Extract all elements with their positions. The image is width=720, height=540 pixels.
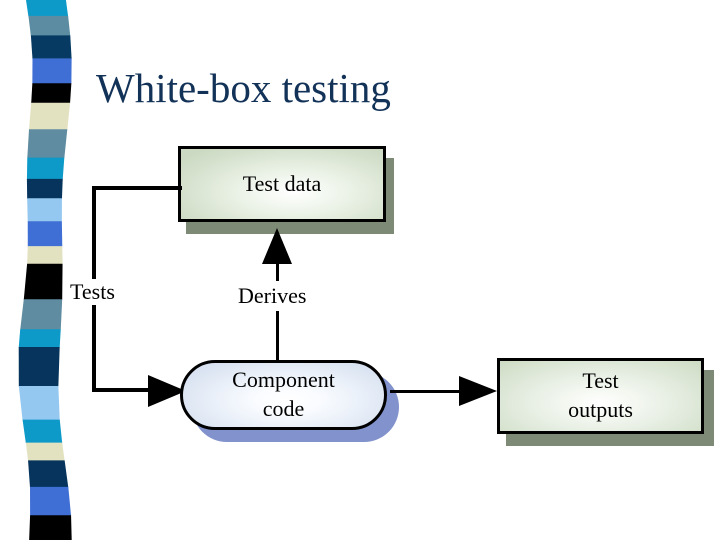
arrow-up-icon bbox=[262, 228, 292, 264]
node-component-code-label-line1: Component bbox=[232, 367, 335, 393]
node-test-outputs[interactable]: Test outputs bbox=[497, 358, 704, 434]
node-component-code-label-line2: code bbox=[262, 396, 305, 421]
tests-bracket-top-segment bbox=[92, 186, 182, 190]
node-test-data-label: Test data bbox=[242, 170, 322, 196]
edge-label-tests: Tests bbox=[68, 279, 117, 305]
outputs-arrow-stem bbox=[390, 390, 470, 393]
decorative-color-strip bbox=[18, 0, 72, 540]
edge-label-derives: Derives bbox=[232, 281, 313, 311]
node-test-outputs-label-line1: Test bbox=[582, 368, 619, 394]
node-test-outputs-label-line2: outputs bbox=[568, 397, 633, 422]
page-title: White-box testing bbox=[96, 65, 391, 111]
node-component-code-label: Component code bbox=[232, 366, 335, 423]
arrow-right-icon bbox=[459, 376, 497, 406]
arrow-right-icon bbox=[148, 375, 186, 407]
node-component-code[interactable]: Component code bbox=[180, 360, 387, 430]
tests-bracket-bottom-segment bbox=[92, 388, 154, 392]
node-test-outputs-label: Test outputs bbox=[568, 367, 633, 424]
node-test-data[interactable]: Test data bbox=[178, 146, 386, 222]
